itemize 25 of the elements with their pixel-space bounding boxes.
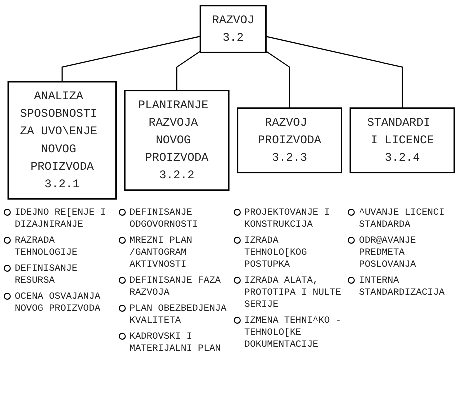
list-item-text: MREZNI PLAN /GANTOGRAM AKTIVNOSTI [130, 235, 194, 271]
list-item-text: DEFINISANJE ODGOVORNOSTI [130, 207, 200, 231]
connector [176, 50, 201, 91]
node-box: STANDARDI I LICENCE 3.2.4 [350, 108, 456, 174]
list-item-text: IDEJNO RE[ENJE I DIZAJNIRANJE [15, 207, 108, 231]
connector [266, 36, 404, 108]
list-item-text: PROJEKTOVANJE I KONSTRUKCIJA [244, 207, 332, 231]
node-box: ANALIZA SPOSOBNOSTI ZA UVO\ENJE NOVOG PROIZVODA 3.2.1 [8, 81, 117, 200]
list-item-text: OCENA OSVAJANJA NOVOG PROIZVODA [15, 291, 102, 315]
list-item-text: IZRADA TEHNOLO[KOG POSTUPKA [244, 235, 308, 271]
connector [266, 50, 290, 108]
node-box: RAZVOJ 3.2 [200, 5, 267, 54]
list-item-text: IZRADA ALATA, PROTOTIPA I NULTE SERIJE [244, 275, 342, 311]
node-box: PLANIRANJE RAZVOJA NOVOG PROIZVODA 3.2.2 [124, 90, 230, 192]
list-item-text: DEFINISANJE RESURSA [15, 263, 79, 287]
list-item-text: RAZRADA TEHNOLOGIJE [15, 235, 79, 259]
list-item-text: INTERNA STANDARDIZACIJA [359, 275, 446, 299]
list-item-text: KADROVSKI I MATERIJALNI PLAN [130, 331, 222, 355]
list-item-text: PLAN OBEZBEDJENJA KVALITETA [130, 303, 228, 327]
list-item-text: ^UVANJE LICENCI STANDARDA [359, 207, 446, 231]
node-box: RAZVOJ PROIZVODA 3.2.3 [237, 108, 342, 174]
connector [62, 36, 201, 82]
list-item-text: IZMENA TEHNI^KO -TEHNOLO[KE DOKUMENTACIJE [244, 315, 342, 351]
list-item-text: ODR@AVANJE PREDMETA POSLOVANJA [359, 235, 418, 271]
list-item-text: DEFINISANJE FAZA RAZVOJA [130, 275, 222, 299]
